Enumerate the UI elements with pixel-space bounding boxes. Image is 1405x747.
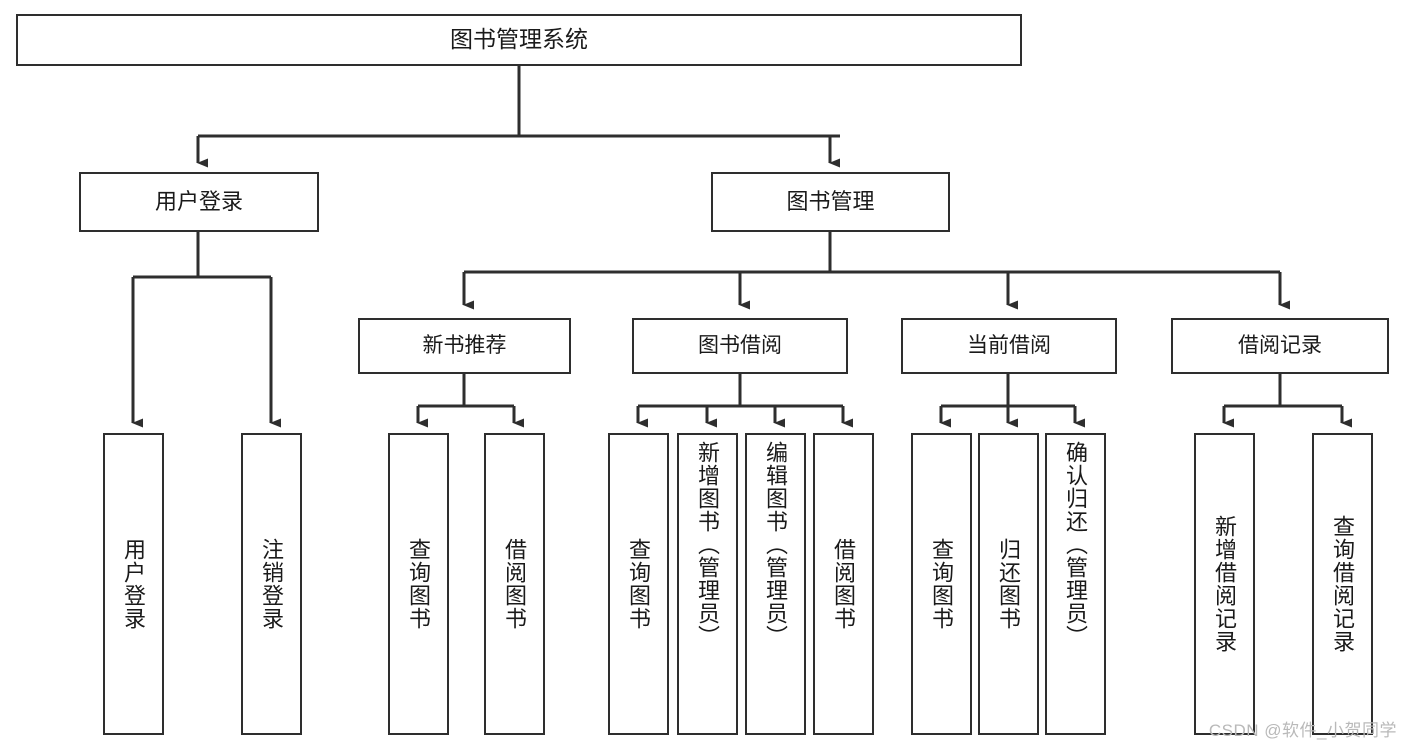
node-label: 借阅图书 <box>831 538 857 630</box>
node-label: 查询图书 <box>626 538 652 630</box>
node-book-borrow[interactable]: 图书借阅 <box>632 318 848 374</box>
leaf-return-book[interactable]: 归还图书 <box>978 433 1039 735</box>
node-label: 新增借阅记录 <box>1212 515 1238 653</box>
leaf-query-book-borrow[interactable]: 查询图书 <box>608 433 669 735</box>
leaf-edit-book-admin[interactable]: 编辑图书（管理员） <box>745 433 806 735</box>
node-new-book-recommend[interactable]: 新书推荐 <box>358 318 571 374</box>
leaf-borrow-book-recommend[interactable]: 借阅图书 <box>484 433 545 735</box>
node-label: 查询借阅记录 <box>1330 515 1356 653</box>
node-label: 编辑图书（管理员） <box>763 441 789 648</box>
node-label: 用户登录 <box>121 538 147 630</box>
node-label: 新书推荐 <box>422 333 507 357</box>
node-book-management[interactable]: 图书管理 <box>711 172 950 232</box>
node-label: 注销登录 <box>259 538 285 630</box>
leaf-confirm-return-admin[interactable]: 确认归还（管理员） <box>1045 433 1106 735</box>
leaf-query-borrow-record[interactable]: 查询借阅记录 <box>1312 433 1373 735</box>
node-label: 图书管理 <box>786 189 875 215</box>
node-label: 新增图书（管理员） <box>695 441 721 648</box>
leaf-query-book-current[interactable]: 查询图书 <box>911 433 972 735</box>
leaf-borrow-book[interactable]: 借阅图书 <box>813 433 874 735</box>
leaf-query-book-recommend[interactable]: 查询图书 <box>388 433 449 735</box>
node-label: 借阅记录 <box>1238 333 1322 357</box>
node-root-book-management-system[interactable]: 图书管理系统 <box>16 14 1022 66</box>
node-label: 图书借阅 <box>698 333 782 357</box>
node-label: 图书管理系统 <box>450 26 588 53</box>
node-user-login[interactable]: 用户登录 <box>79 172 319 232</box>
node-current-borrow[interactable]: 当前借阅 <box>901 318 1117 374</box>
leaf-user-login[interactable]: 用户登录 <box>103 433 164 735</box>
leaf-add-book-admin[interactable]: 新增图书（管理员） <box>677 433 738 735</box>
node-label: 用户登录 <box>154 189 243 215</box>
node-label: 归还图书 <box>996 538 1022 630</box>
node-label: 借阅图书 <box>502 538 528 630</box>
node-borrow-record[interactable]: 借阅记录 <box>1171 318 1389 374</box>
node-label: 查询图书 <box>929 538 955 630</box>
csdn-watermark: CSDN @软件_小贺同学 <box>1208 721 1397 740</box>
leaf-logout[interactable]: 注销登录 <box>241 433 302 735</box>
node-label: 确认归还（管理员） <box>1063 441 1089 648</box>
leaf-add-borrow-record[interactable]: 新增借阅记录 <box>1194 433 1255 735</box>
node-label: 查询图书 <box>406 538 432 630</box>
node-label: 当前借阅 <box>967 333 1051 357</box>
